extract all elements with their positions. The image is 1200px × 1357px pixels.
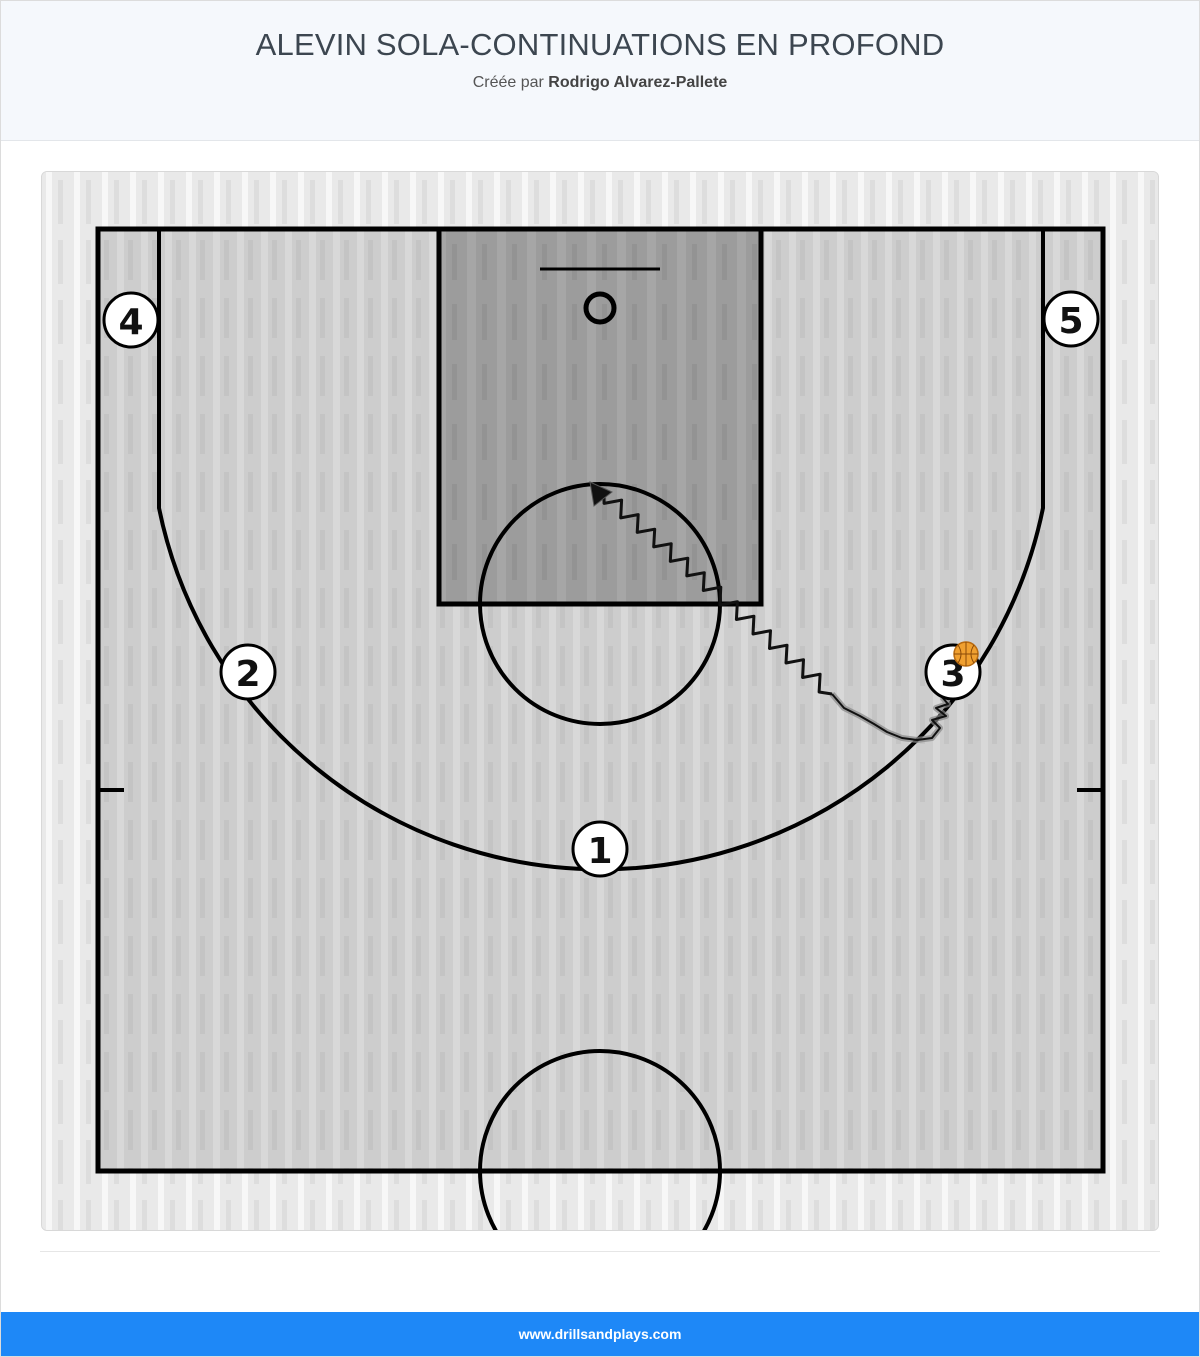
player-5-label: 5 bbox=[1058, 301, 1083, 342]
page-footer: www.drillsandplays.com bbox=[1, 1312, 1199, 1356]
content-divider bbox=[40, 1251, 1160, 1252]
player-4-label: 4 bbox=[118, 302, 143, 343]
created-by-prefix: Créée par bbox=[472, 74, 544, 91]
page-title: ALEVIN SOLA-CONTINUATIONS EN PROFOND bbox=[255, 27, 945, 62]
player-1[interactable]: 1 bbox=[571, 820, 629, 878]
court-svg: 4 5 2 3 1 bbox=[42, 172, 1158, 1230]
dribble-arrowhead bbox=[589, 481, 613, 507]
author-line: Créée par Rodrigo Alvarez-Pallete bbox=[1, 74, 1199, 92]
player-4-marker bbox=[102, 291, 160, 349]
player-5[interactable]: 5 bbox=[1042, 290, 1100, 348]
paint-area bbox=[436, 226, 764, 607]
player-2[interactable]: 2 bbox=[219, 643, 277, 701]
player-3[interactable]: 3 bbox=[924, 641, 982, 701]
rim bbox=[583, 291, 617, 325]
author-name: Rodrigo Alvarez-Pallete bbox=[548, 74, 728, 91]
basketball-icon bbox=[953, 641, 979, 667]
player-2-label: 2 bbox=[235, 654, 260, 695]
player-2-marker bbox=[219, 643, 277, 701]
player-1-label: 1 bbox=[587, 831, 612, 872]
player-1-marker bbox=[571, 820, 629, 878]
footer-site-link[interactable]: www.drillsandplays.com bbox=[518, 1326, 682, 1342]
dribble-tail bbox=[831, 693, 949, 741]
dribble-path bbox=[602, 493, 833, 696]
page-header: ALEVIN SOLA-CONTINUATIONS EN PROFOND Cré… bbox=[1, 1, 1199, 141]
court-diagram: 4 5 2 3 1 bbox=[41, 171, 1159, 1231]
center-circle bbox=[478, 1049, 722, 1230]
player-5-marker bbox=[1042, 290, 1100, 348]
player-4[interactable]: 4 bbox=[102, 291, 160, 349]
